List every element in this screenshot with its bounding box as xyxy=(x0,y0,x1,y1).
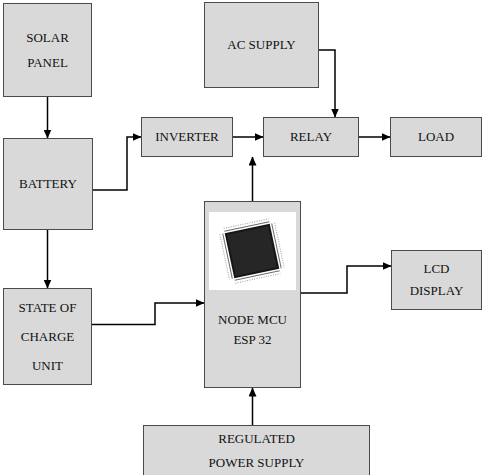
connector-arrow xyxy=(92,303,204,325)
box-label: REGULATED POWER SUPPLY xyxy=(197,427,317,475)
box-label: LCD DISPLAY xyxy=(402,258,472,302)
charge-unit-box: STATE OF CHARGE UNIT xyxy=(3,288,92,385)
lcd-display-box: LCD DISPLAY xyxy=(391,250,482,310)
solar-panel-box: SOLAR PANEL xyxy=(3,3,92,97)
chip-illustration xyxy=(209,212,296,290)
box-label: LOAD xyxy=(394,128,478,146)
power-supply-box: REGULATED POWER SUPPLY xyxy=(143,425,370,475)
box-label: INVERTER xyxy=(145,128,229,146)
connector-arrow xyxy=(252,388,254,425)
box-label: NODE MCU ESP 32 xyxy=(209,310,297,350)
inverter-box: INVERTER xyxy=(141,117,233,157)
box-label: BATTERY xyxy=(7,174,89,194)
connector-arrow xyxy=(93,137,141,190)
relay-box: RELAY xyxy=(263,117,359,157)
load-box: LOAD xyxy=(390,117,482,157)
box-label: RELAY xyxy=(269,128,353,146)
connector-arrow xyxy=(47,230,49,288)
connector-arrow xyxy=(319,50,335,117)
box-label: SOLAR PANEL xyxy=(17,25,79,75)
box-label: STATE OF CHARGE UNIT xyxy=(8,293,88,380)
connector-arrow xyxy=(233,136,263,138)
connector-arrow xyxy=(359,136,390,138)
connector-arrow xyxy=(252,157,254,201)
connector-arrow xyxy=(47,97,49,138)
ac-supply-box: AC SUPPLY xyxy=(204,2,319,88)
connector-arrow xyxy=(301,266,391,293)
battery-box: BATTERY xyxy=(3,138,93,230)
box-label: AC SUPPLY xyxy=(212,35,312,55)
